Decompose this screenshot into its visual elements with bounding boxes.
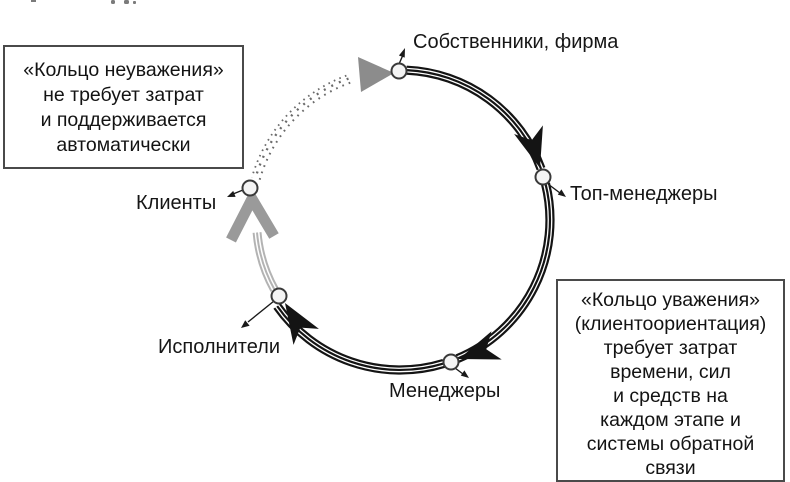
arrowhead-to-executors (285, 303, 319, 345)
callout-line: и средств на (613, 385, 728, 407)
callout-line: (клиентоориентация) (574, 313, 767, 335)
node-owners (390, 62, 408, 80)
gray-triangle-arrowhead-to-owners (358, 57, 394, 92)
node-label-clients: Клиенты (136, 192, 217, 214)
callout-line: автоматически (56, 134, 191, 156)
callout-line: и поддерживается (40, 109, 207, 131)
pointer-executors-label (241, 300, 275, 328)
arrowhead-to-managers (459, 331, 502, 360)
arc-executors-to-clients (252, 232, 279, 292)
node-top-managers (534, 168, 552, 186)
arc-clients-to-owners-dotted (251, 73, 353, 180)
callout-line: не требует затрат (43, 84, 204, 106)
gray-chevron-arrowhead-to-clients (226, 187, 279, 243)
node-managers (442, 353, 460, 371)
arc-top-managers-to-managers (455, 182, 555, 363)
node-clients (241, 179, 259, 197)
node-label-managers: Менеджеры (389, 380, 501, 402)
node-executors (270, 287, 288, 305)
label-pointer-arrows (227, 48, 566, 378)
node-label-owners: Собственники, фирма (413, 31, 619, 53)
callout-line: связи (645, 457, 696, 479)
callout-disrespect-ring: «Кольцо неуважения» не требует затрат и … (3, 45, 244, 169)
pointer-managers-label (454, 367, 469, 378)
node-label-executors: Исполнители (158, 336, 281, 358)
pointer-clients-label (227, 189, 244, 197)
node-label-top-managers: Топ-менеджеры (570, 183, 718, 205)
callout-respect-ring: «Кольцо уважения» (клиентоориентация) тр… (556, 279, 785, 482)
callout-line: системы обратной (586, 433, 755, 455)
cropped-text-remnant (31, 0, 136, 4)
pointer-top-managers-label (547, 183, 566, 197)
callout-line: «Кольцо уважения» (580, 289, 761, 311)
node-circles (241, 62, 552, 371)
callout-line: времени, сил (610, 361, 731, 383)
callout-line: каждом этапе и (600, 409, 741, 431)
arrowhead-to-top-managers (514, 125, 543, 168)
pointer-owners-label (398, 48, 405, 65)
callout-line: требует затрат (603, 337, 738, 359)
callout-line: «Кольцо неуважения» (23, 59, 224, 81)
arc-owners-to-top-managers (406, 65, 546, 171)
